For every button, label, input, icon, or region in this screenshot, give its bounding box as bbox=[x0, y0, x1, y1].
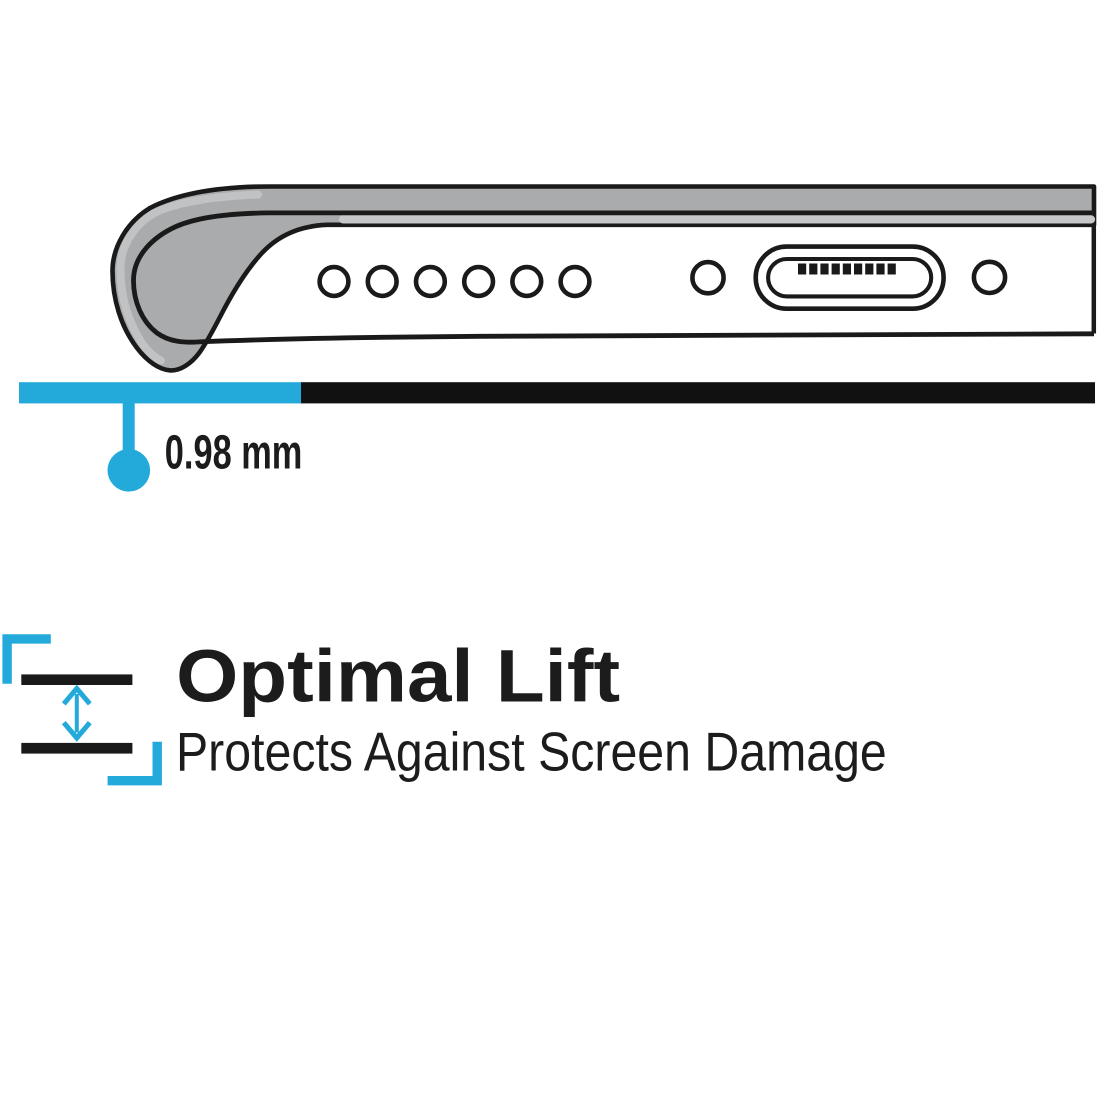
svg-text:0.98 mm: 0.98 mm bbox=[165, 425, 303, 479]
svg-text:Protects Against Screen Damage: Protects Against Screen Damage bbox=[176, 720, 887, 782]
svg-text:Optimal Lift: Optimal Lift bbox=[176, 635, 620, 718]
